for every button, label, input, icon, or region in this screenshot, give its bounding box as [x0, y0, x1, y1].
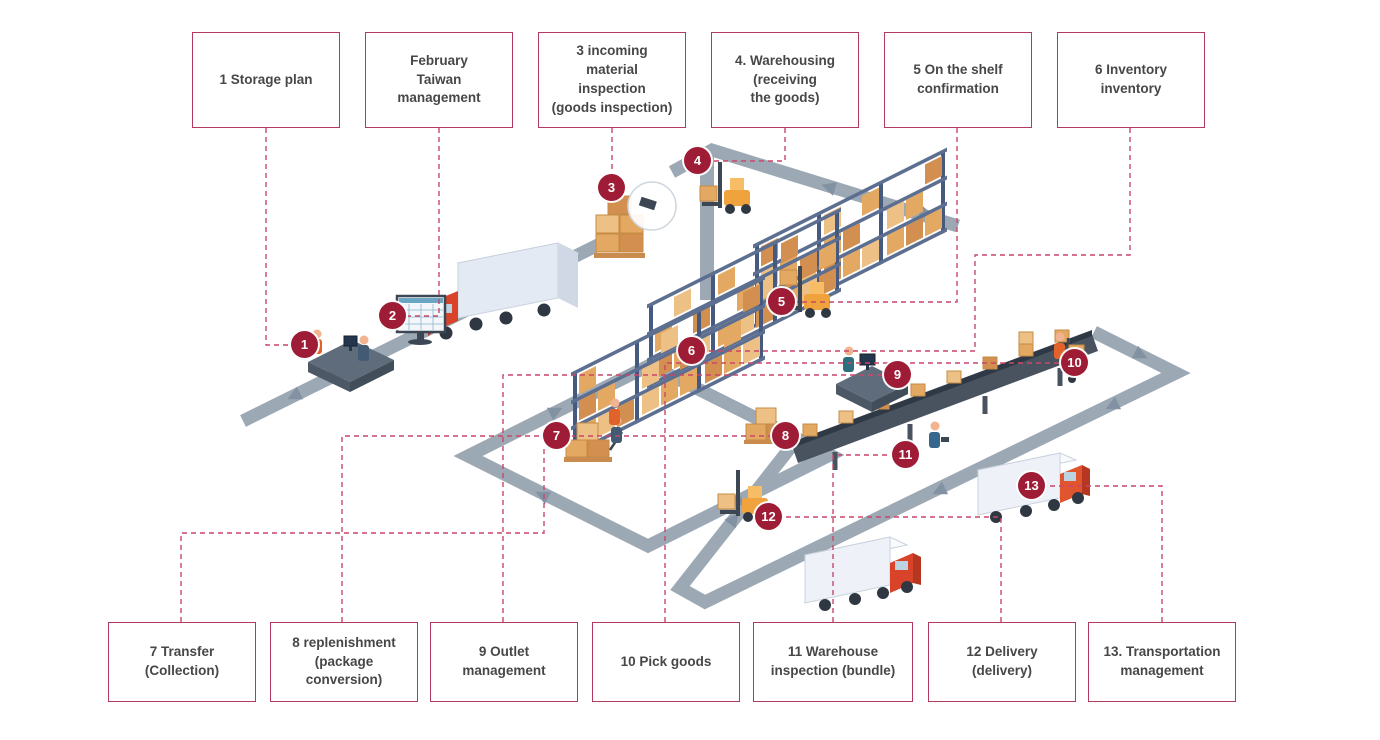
connector-1	[265, 128, 291, 346]
receiving-forklift	[699, 162, 751, 214]
flow-box-3-incoming-inspection: 3 incoming material inspection (goods in…	[538, 32, 686, 128]
flow-box-12-delivery: 12 Delivery (delivery)	[928, 622, 1076, 702]
step-badge-8: 8	[772, 422, 799, 449]
step-badge-13: 13	[1018, 472, 1045, 499]
connector-5	[796, 128, 958, 303]
flow-box-10-pick-goods: 10 Pick goods	[592, 622, 740, 702]
connector-12	[783, 516, 1002, 622]
connector-9	[502, 374, 883, 622]
step-badge-9: 9	[884, 361, 911, 388]
flow-box-8-replenishment: 8 replenishment (package conversion)	[270, 622, 418, 702]
connector-10	[664, 362, 1060, 622]
flow-box-2-taiwan-management: February Taiwan management	[365, 32, 513, 128]
step-badge-1: 1	[291, 331, 318, 358]
connector-13	[1046, 485, 1163, 622]
inspection-scanner-circle	[627, 181, 677, 231]
step-badge-10: 10	[1061, 349, 1088, 376]
worker-replenish	[609, 398, 620, 425]
step-badge-12: 12	[755, 503, 782, 530]
delivery-truck	[803, 536, 921, 611]
conveyor-belt	[792, 330, 1098, 470]
worker-inspection	[929, 421, 949, 448]
step-badge-5: 5	[768, 288, 795, 315]
flow-box-9-outlet: 9 Outlet management	[430, 622, 578, 702]
step-badge-7: 7	[543, 422, 570, 449]
flow-box-13-transportation: 13. Transportation management	[1088, 622, 1236, 702]
step-badge-4: 4	[684, 147, 711, 174]
flow-box-7-transfer: 7 Transfer (Collection)	[108, 622, 256, 702]
connector-7	[180, 449, 545, 622]
connector-2	[407, 128, 440, 317]
step-badge-2: 2	[379, 302, 406, 329]
connector-11	[832, 454, 891, 622]
worker-manager	[358, 335, 369, 361]
flow-box-6-inventory: 6 Inventory inventory	[1057, 32, 1205, 128]
connector-8	[341, 435, 770, 622]
step-badge-3: 3	[598, 174, 625, 201]
step-badge-11: 11	[892, 441, 919, 468]
flow-box-1-storage-plan: 1 Storage plan	[192, 32, 340, 128]
flow-box-5-shelf-confirmation: 5 On the shelf confirmation	[884, 32, 1032, 128]
step-badge-6: 6	[678, 337, 705, 364]
connector-6	[706, 128, 1131, 352]
flow-box-4-warehousing: 4. Warehousing (receiving the goods)	[711, 32, 859, 128]
office-desk	[308, 335, 394, 392]
flow-box-11-inspection: 11 Warehouse inspection (bundle)	[753, 622, 913, 702]
connector-4	[712, 128, 786, 162]
storage-rack-bottom	[571, 275, 765, 457]
